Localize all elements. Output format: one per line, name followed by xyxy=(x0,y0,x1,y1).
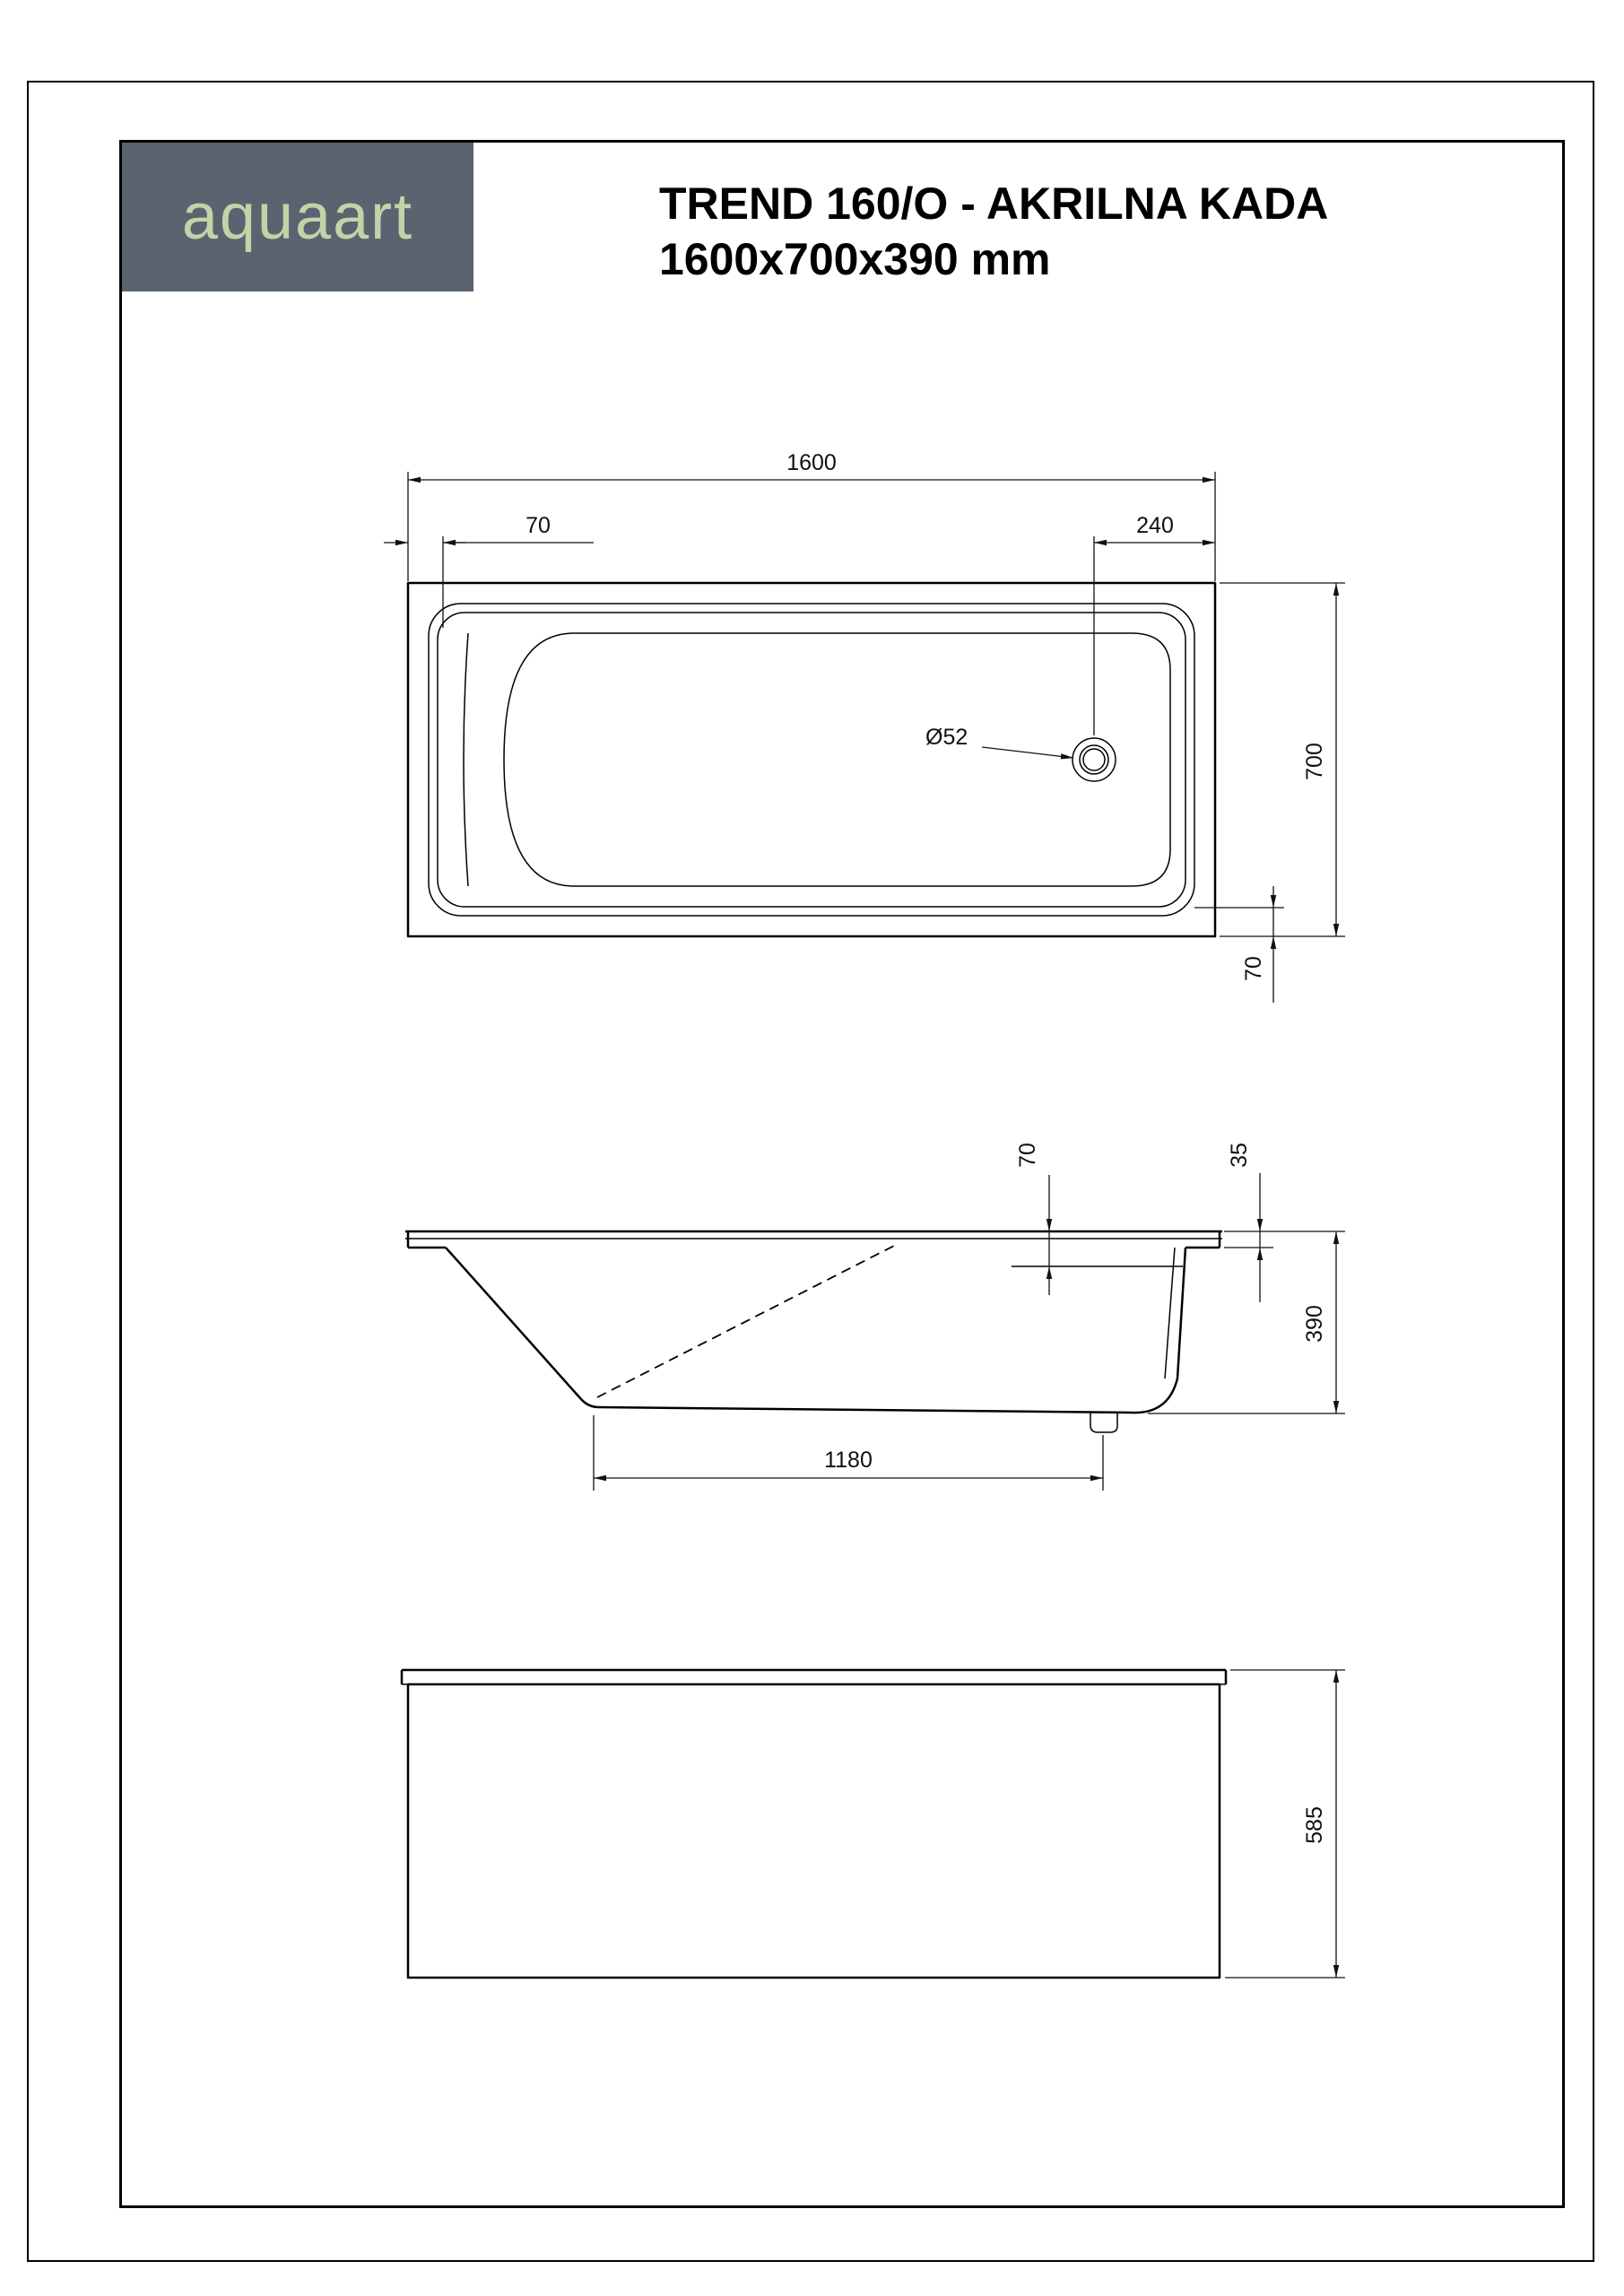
title-block: TREND 160/O - AKRILNA KADA 1600x700x390 … xyxy=(659,176,1328,287)
tub-rim-outer xyxy=(428,603,1195,917)
page-border xyxy=(27,81,1594,2262)
dim-left-offset-label: 70 xyxy=(525,513,551,538)
drawing-frame xyxy=(119,140,1565,2208)
drawing-subtitle: 1600x700x390 mm xyxy=(659,234,1051,284)
dim-bottom-offset-label: 70 xyxy=(1241,956,1266,981)
tub-outer-edge xyxy=(406,581,1217,938)
tub-head-slope-line xyxy=(463,632,469,887)
dim-bottom-length-label: 1180 xyxy=(824,1448,873,1473)
dim-rim-thickness-label: 35 xyxy=(1227,1143,1252,1168)
dim-depth-label: 700 xyxy=(1302,743,1327,780)
front-view: 585 xyxy=(400,1668,1345,1979)
tub-section-outline xyxy=(445,1247,1187,1414)
dim-overall-width-label: 1600 xyxy=(786,450,837,475)
drawing-title: TREND 160/O - AKRILNA KADA xyxy=(659,178,1329,229)
brand-logo: aquaart xyxy=(122,143,473,291)
tub-rim-inner xyxy=(437,612,1186,908)
top-view: 1600 70 240 700 70 Ø52 xyxy=(384,450,1345,1003)
brand-logo-text: aquaart xyxy=(181,181,414,253)
front-panel-outline xyxy=(406,1683,1221,1979)
inner-wall-line xyxy=(1164,1247,1176,1379)
tub-floor-outline xyxy=(503,632,1171,887)
side-view: 70 35 390 1180 xyxy=(405,1143,1345,1491)
dim-panel-height-label: 585 xyxy=(1302,1806,1327,1844)
drain-side-view xyxy=(1090,1413,1118,1433)
dim-height-label: 390 xyxy=(1302,1305,1327,1343)
hidden-slope-line xyxy=(596,1245,895,1398)
drain-top-view xyxy=(1072,737,1116,782)
drain-diameter-label: Ø52 xyxy=(925,725,968,750)
dim-rim-inset-label: 70 xyxy=(1015,1143,1040,1168)
dim-drain-offset-label: 240 xyxy=(1136,513,1174,538)
